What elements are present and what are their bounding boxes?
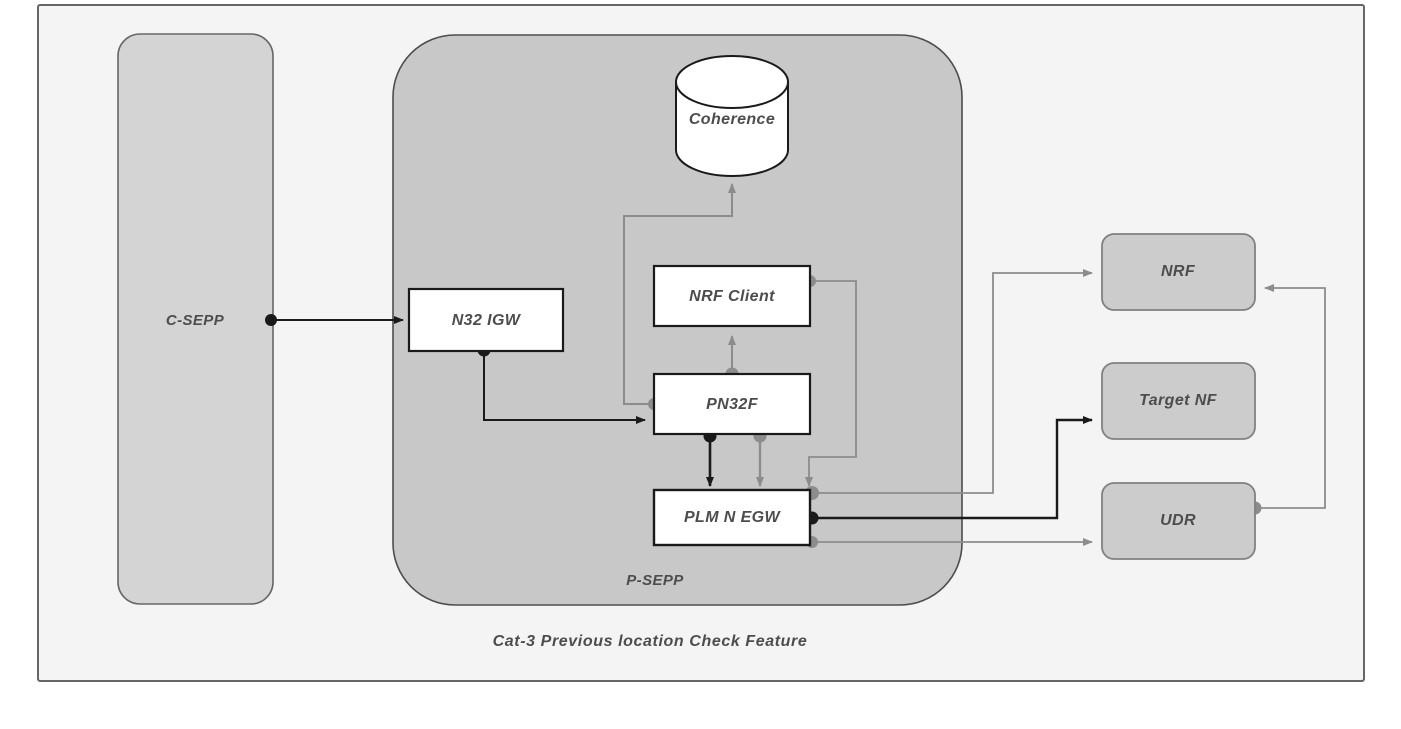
diagram-caption: Cat-3 Previous location Check Feature (493, 633, 808, 650)
node-label-udr: UDR (1160, 512, 1196, 529)
node-coherence[interactable]: Coherence (675, 55, 789, 177)
node-target-nf[interactable]: Target NF (1101, 362, 1256, 440)
container-label-c-sepp: C-SEPP (166, 312, 225, 329)
node-plmn-egw[interactable]: PLM N EGW (652, 488, 812, 547)
node-label-plmn-egw: PLM N EGW (684, 509, 782, 526)
edge-csepp-to-n32igw (265, 314, 404, 326)
node-n32-igw[interactable]: N32 IGW (407, 287, 565, 353)
node-pn32f[interactable]: PN32F (652, 372, 812, 436)
node-label-nrf-client: NRF Client (689, 288, 775, 305)
node-udr[interactable]: UDR (1101, 482, 1256, 560)
container-label-p-sepp: P-SEPP (626, 572, 684, 589)
node-nrf-client[interactable]: NRF Client (652, 264, 812, 328)
node-label-coherence: Coherence (689, 111, 775, 128)
container-c-sepp[interactable]: C-SEPP (117, 33, 274, 605)
node-label-pn32f: PN32F (706, 396, 759, 413)
node-label-nrf: NRF (1161, 263, 1196, 280)
node-label-target-nf: Target NF (1139, 392, 1218, 409)
cylinder-top-icon (675, 55, 789, 109)
caption-text: Cat-3 Previous location Check Feature (493, 633, 808, 650)
node-nrf[interactable]: NRF (1101, 233, 1256, 311)
node-label-n32-igw: N32 IGW (452, 312, 522, 329)
